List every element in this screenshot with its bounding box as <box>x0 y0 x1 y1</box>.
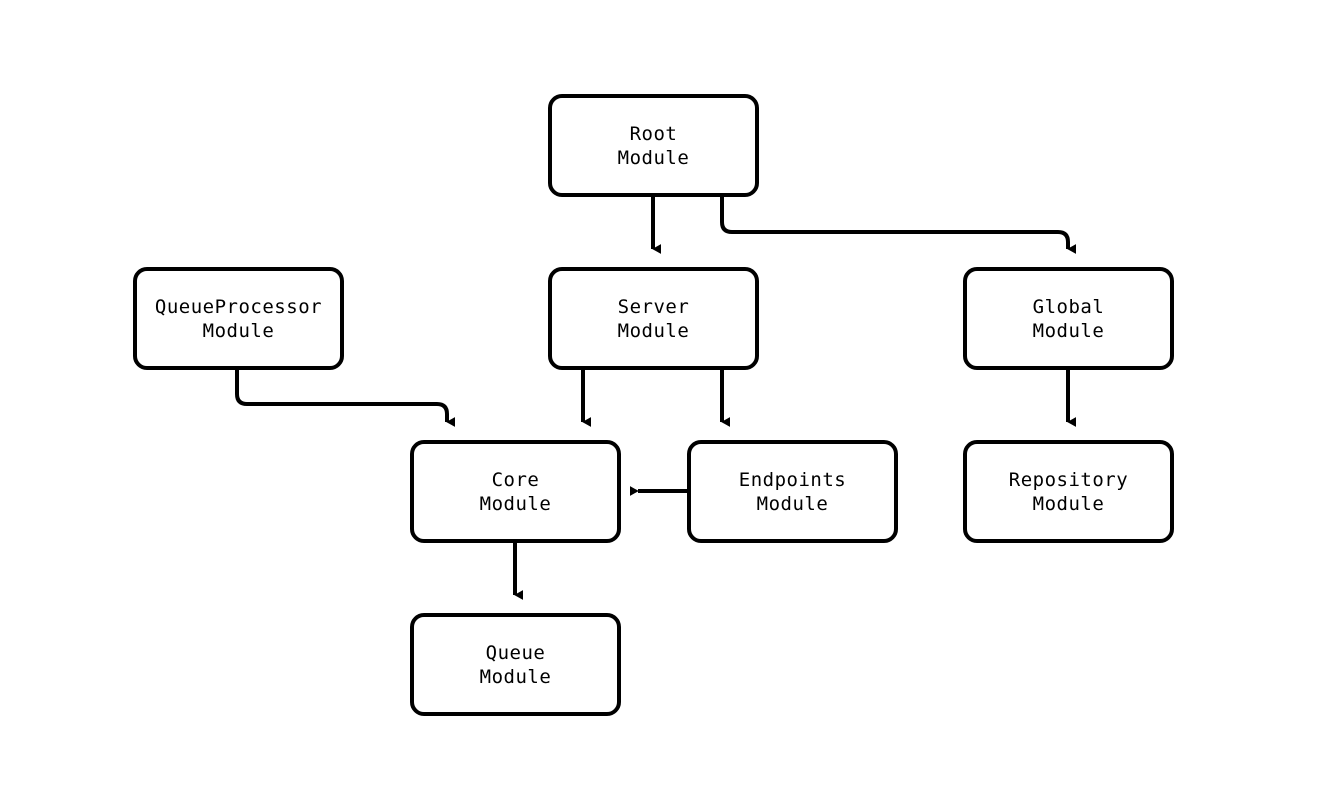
node-queueprocessor-module-line1: QueueProcessor <box>154 295 323 318</box>
node-endpoints-module[interactable]: Endpoints Module <box>687 440 898 543</box>
node-server-module[interactable]: Server Module <box>548 267 759 370</box>
node-root-module-line1: Root <box>629 122 678 145</box>
node-endpoints-module-line2: Module <box>756 492 829 515</box>
node-queue-module-line2: Module <box>479 665 552 688</box>
node-root-module[interactable]: Root Module <box>548 94 759 197</box>
node-repository-module-line1: Repository <box>1008 468 1129 491</box>
node-queue-module[interactable]: Queue Module <box>410 613 621 716</box>
node-repository-module[interactable]: Repository Module <box>963 440 1174 543</box>
node-server-module-line2: Module <box>617 319 690 342</box>
node-root-module-line2: Module <box>617 146 690 169</box>
node-global-module[interactable]: Global Module <box>963 267 1174 370</box>
node-core-module-line1: Core <box>491 468 540 491</box>
node-core-module-line2: Module <box>479 492 552 515</box>
node-queueprocessor-module-line2: Module <box>202 319 275 342</box>
node-queueprocessor-module[interactable]: QueueProcessor Module <box>133 267 344 370</box>
edge-queueprocessor-to-core <box>235 370 456 427</box>
node-repository-module-line2: Module <box>1032 492 1105 515</box>
node-global-module-line1: Global <box>1032 295 1105 318</box>
node-core-module[interactable]: Core Module <box>410 440 621 543</box>
node-global-module-line2: Module <box>1032 319 1105 342</box>
node-queue-module-line1: Queue <box>485 641 546 664</box>
node-server-module-line1: Server <box>617 295 690 318</box>
node-endpoints-module-line1: Endpoints <box>738 468 847 491</box>
edge-root-to-global <box>720 197 1077 254</box>
